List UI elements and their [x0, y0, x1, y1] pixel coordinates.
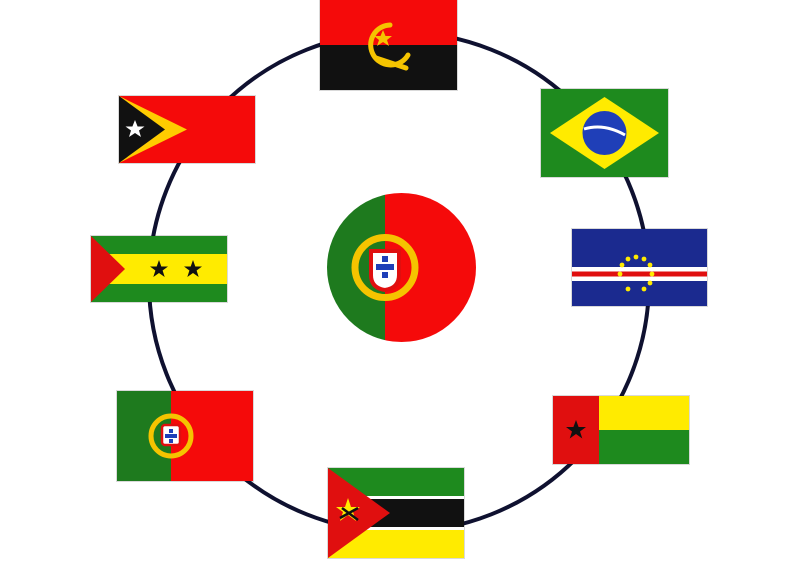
mozambique-flag-icon — [328, 468, 464, 558]
guinea-bissau-flag-icon — [553, 396, 689, 464]
portugal-flag-icon — [117, 391, 253, 481]
sao-tome-and-principe-flag-icon — [91, 236, 227, 302]
portugal-flag-icon — [327, 193, 476, 342]
angola-flag-icon — [320, 0, 457, 90]
brazil-flag-icon — [541, 89, 668, 177]
cape-verde-flag-icon — [572, 229, 707, 306]
east-timor-flag-icon — [119, 96, 255, 163]
